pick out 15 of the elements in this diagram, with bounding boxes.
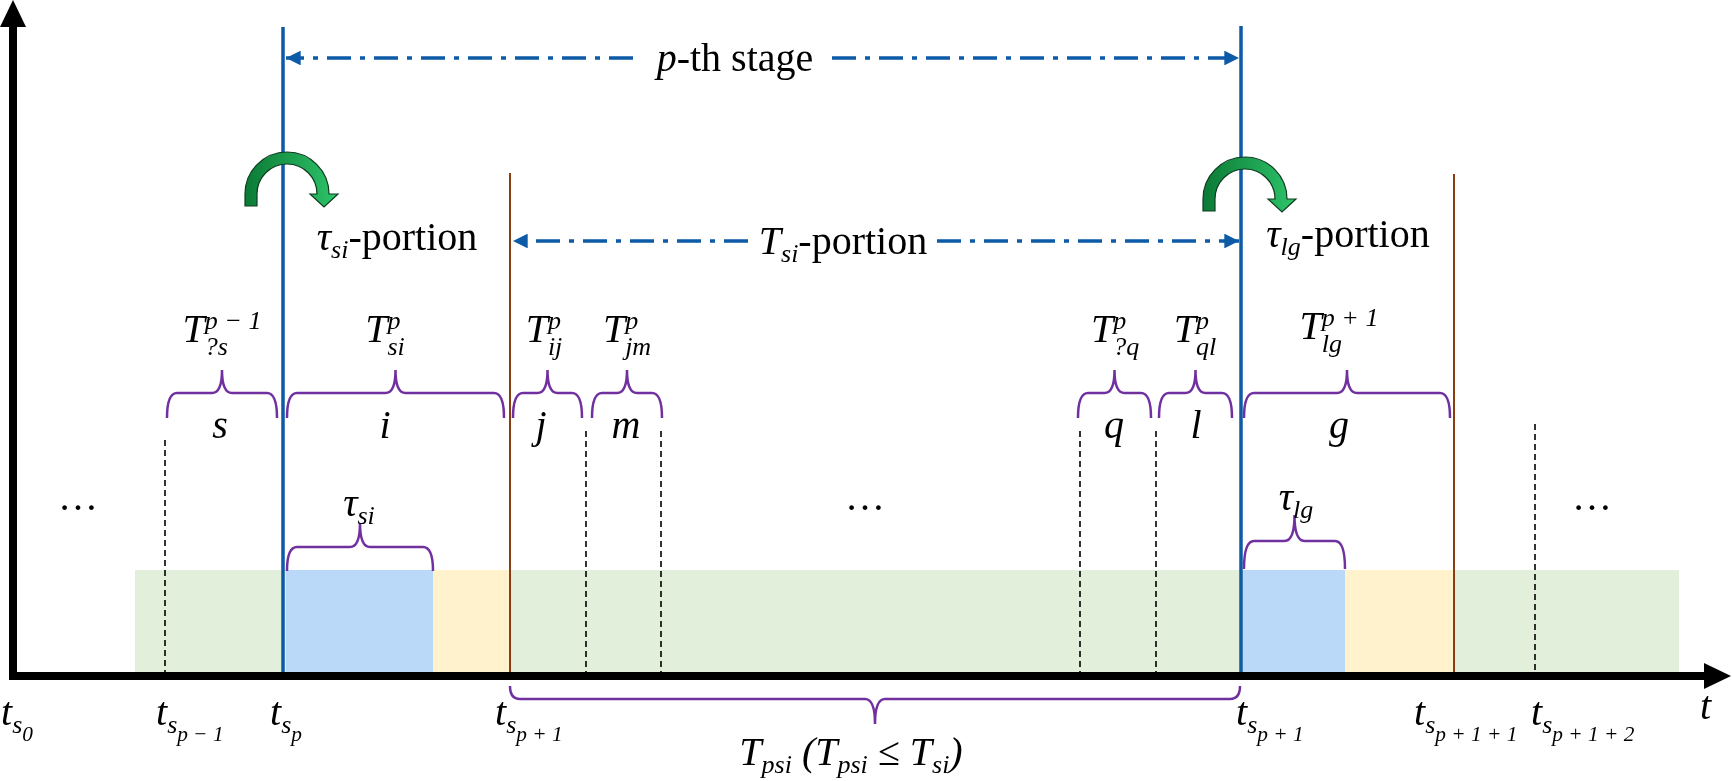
interval-letter: l [1189, 403, 1203, 447]
axis-label: t [1699, 684, 1713, 728]
interval-letter: s [211, 403, 229, 447]
duration-label: τ$_{si}$ [342, 481, 376, 525]
ellipsis: … [1571, 475, 1613, 519]
interval-letter: q [1103, 403, 1125, 447]
interval-letter: g [1328, 403, 1350, 447]
interval-letter: m [610, 403, 642, 447]
interval-letter: i [378, 403, 392, 447]
portion-label: T$_{si}$-portion [757, 219, 929, 263]
interval-letter: j [532, 403, 550, 447]
stage-label: p-th stage [653, 36, 815, 80]
ellipsis: … [844, 475, 886, 519]
ellipsis: … [57, 475, 99, 519]
portion-label: τ$_{si}$-portion [315, 215, 479, 259]
